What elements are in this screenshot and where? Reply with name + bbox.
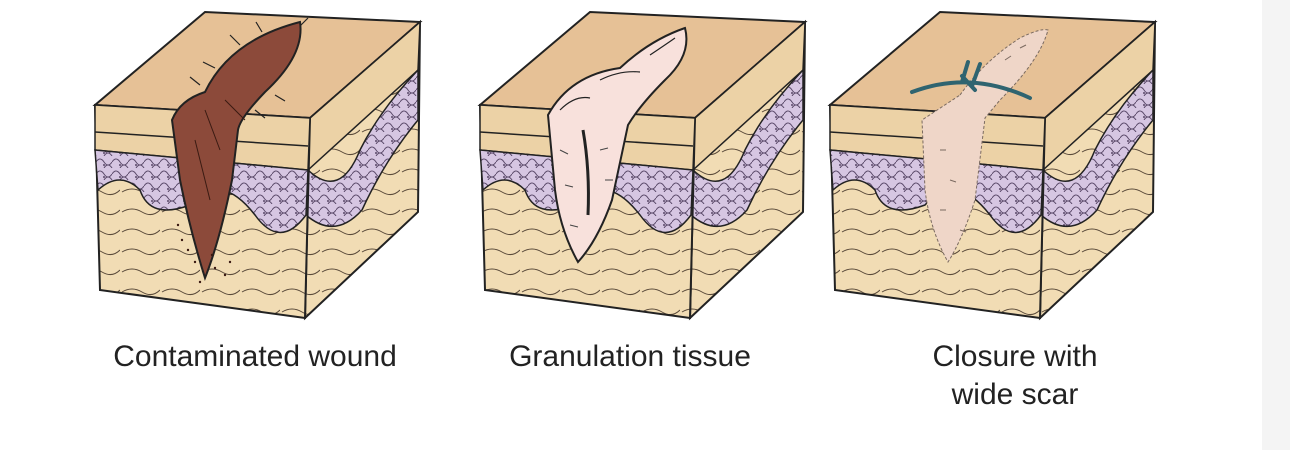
contaminated-wound <box>170 20 302 282</box>
panel-granulation-block <box>477 10 808 321</box>
suture-icon <box>910 60 1032 100</box>
caption-granulation-tissue: Granulation tissue <box>509 340 751 373</box>
right-margin-strip <box>1262 0 1290 450</box>
caption-contaminated-wound: Contaminated wound <box>113 340 397 373</box>
panel-closure-block <box>827 10 1158 321</box>
panel-contaminated-block <box>92 10 423 321</box>
caption-closure-with-wide-scar: Closure with wide scar <box>932 340 1098 411</box>
granulation-tissue <box>546 26 688 264</box>
bottom-margin <box>0 438 1262 450</box>
wide-scar <box>921 29 1049 263</box>
